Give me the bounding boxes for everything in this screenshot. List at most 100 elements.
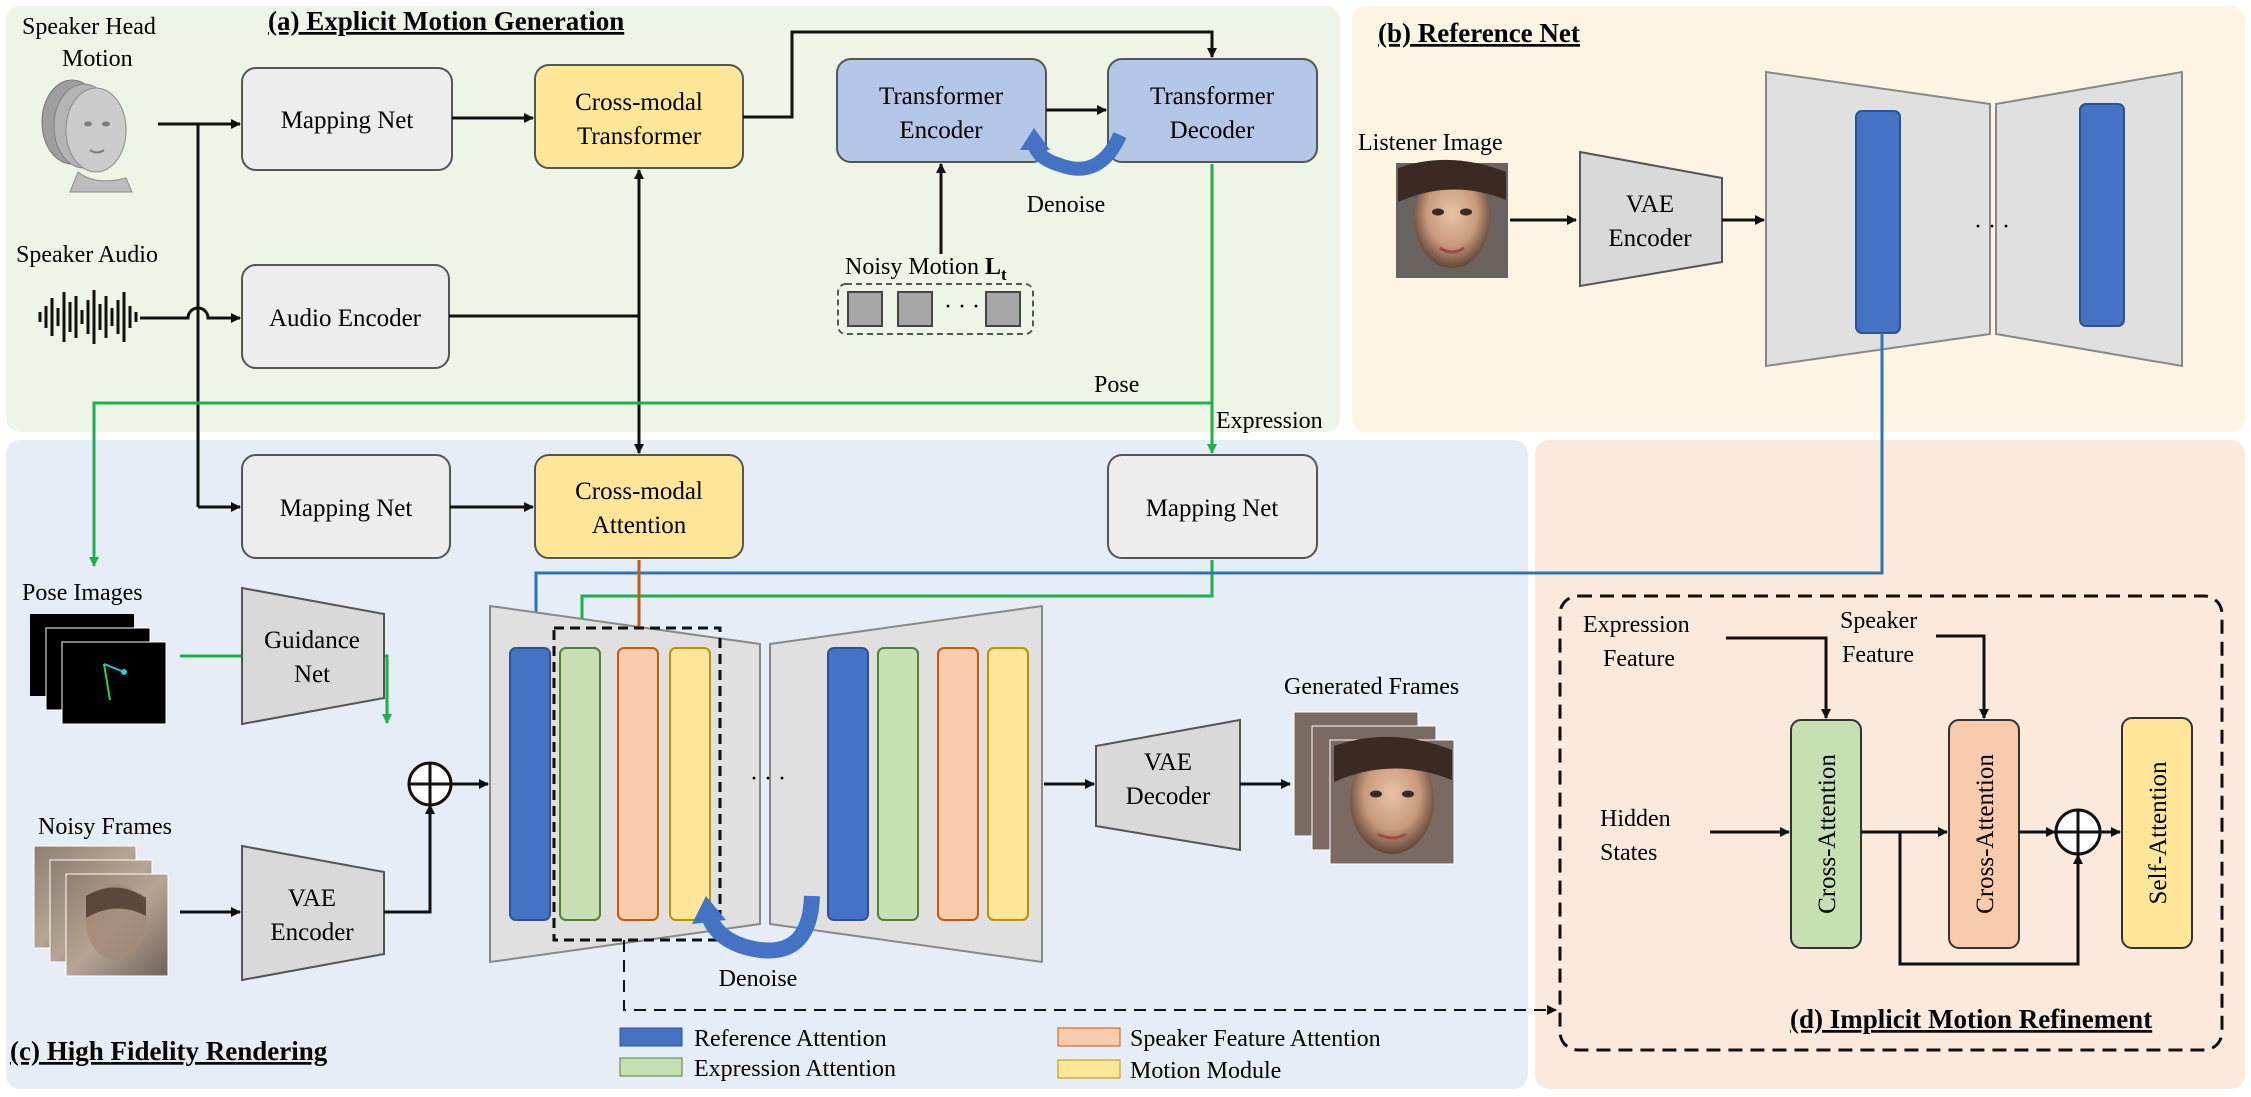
cross-modal-attention-label-2: Attention (592, 512, 687, 539)
sum-circle-icon (407, 761, 453, 807)
unet-refinement-highlight (552, 626, 722, 942)
speaker-feature-label-1: Speaker (1840, 608, 1917, 634)
speaker-feature-label-2: Feature (1842, 642, 1914, 668)
refinement-self-attn-box (2121, 717, 2193, 949)
refinement-sum-icon (2054, 808, 2102, 856)
vae-encoder-c-shape (241, 844, 385, 982)
transformer-decoder-label-2: Decoder (1170, 117, 1255, 144)
denoise-bottom-label: Denoise (719, 966, 798, 992)
speaker-head-motion-label-1: Speaker Head (22, 14, 156, 40)
legend-label-expression: Expression Attention (694, 1056, 896, 1082)
denoise-bottom-arrowhead (692, 896, 726, 924)
refinement-cross-attn-1-box (1790, 719, 1862, 949)
legend-label-reference: Reference Attention (694, 1026, 887, 1052)
reference-unet-ellipsis: · · · (1974, 214, 2010, 240)
panel-d-bg (1535, 440, 2245, 1089)
expression-feature-label-1: Expression (1583, 612, 1690, 638)
listener-image-label: Listener Image (1358, 130, 1503, 156)
unet-reference-attn-1 (509, 647, 551, 921)
listener-image (1396, 159, 1508, 278)
speaker-audio-label: Speaker Audio (16, 242, 158, 268)
unet-reference-attn-2 (827, 647, 869, 921)
legend-swatch-expression (619, 1057, 683, 1077)
pose-images-label: Pose Images (22, 580, 143, 606)
expression-label: Expression (1216, 408, 1323, 434)
unet-speaker-attn-1 (617, 647, 659, 921)
refinement-cross-attn-2-label: Cross-Attention (1972, 754, 1999, 914)
noisy-motion-label: Noisy Motion Lt (845, 254, 1007, 284)
pose-images (30, 614, 167, 725)
noisy-frames (33, 845, 169, 977)
cross-modal-attention-box (534, 454, 744, 559)
unet-expression-attn-1 (559, 647, 601, 921)
guidance-net-shape (241, 586, 385, 726)
hidden-states-label-1: Hidden (1600, 806, 1671, 832)
panel-d-title: (d) Implicit Motion Refinement (1790, 1004, 2152, 1034)
vae-encoder-b-label-2: Encoder (1608, 225, 1692, 252)
cross-modal-attention-label-1: Cross-modal (575, 478, 703, 505)
refinement-frame (1558, 594, 2224, 1052)
vae-decoder-label-2: Decoder (1126, 783, 1211, 810)
vae-encoder-c-label-1: VAE (288, 885, 336, 912)
vae-encoder-c-label-2: Encoder (270, 919, 354, 946)
denoise-top-arrowhead (1020, 128, 1050, 150)
denoise-top-arrow (1027, 131, 1127, 176)
noisy-motion-token-2 (897, 291, 933, 327)
unet-speaker-attn-2 (937, 647, 979, 921)
refinement-connectors (1710, 634, 2121, 966)
mapping-net-c1-label: Mapping Net (280, 495, 413, 522)
unet-ellipsis: · · · (750, 766, 786, 792)
legend-swatch-motion (1057, 1059, 1121, 1079)
denoise-bottom-arrow (700, 895, 820, 959)
hidden-states-label-2: States (1600, 840, 1657, 866)
vae-encoder-b-label-1: VAE (1626, 191, 1674, 218)
guidance-net-label-1: Guidance (264, 627, 360, 654)
vae-encoder-b-shape (1579, 150, 1723, 288)
transformer-encoder-label-2: Encoder (899, 117, 983, 144)
panel-a-connectors (140, 30, 1217, 512)
refinement-link-arrow (623, 940, 1557, 1015)
noisy-motion-ellipsis: · · · (944, 294, 980, 320)
cross-modal-transformer-box (534, 64, 744, 169)
audio-encoder-label: Audio Encoder (269, 305, 422, 332)
refinement-cross-attn-1-label: Cross-Attention (1814, 754, 1841, 914)
vae-to-sum-arrow (384, 804, 435, 914)
refinement-cross-attn-2-box (1948, 719, 2020, 949)
reference-block-1 (1855, 110, 1901, 334)
panel-a-title: (a) Explicit Motion Generation (268, 6, 624, 36)
denoise-top-label: Denoise (1027, 192, 1106, 218)
panel-b-title: (b) Reference Net (1378, 18, 1580, 48)
vae-decoder-shape (1095, 718, 1241, 852)
transformer-encoder-label-1: Transformer (879, 83, 1004, 110)
noisy-motion-token-3 (985, 291, 1021, 327)
mapping-net-c2-label: Mapping Net (1146, 495, 1279, 522)
unet-motion-module-2 (987, 647, 1029, 921)
mapping-net-c2-box (1107, 454, 1318, 559)
panel-c-bg (6, 440, 1528, 1089)
refinement-self-attn-label: Self-Attention (2145, 761, 2172, 905)
legend-swatch-reference (619, 1027, 683, 1047)
noisy-frames-label: Noisy Frames (38, 814, 172, 840)
expression-feature-label-2: Feature (1603, 646, 1675, 672)
generated-frames-label: Generated Frames (1284, 674, 1459, 700)
reference-block-2 (2079, 103, 2125, 327)
vae-decoder-label-1: VAE (1144, 749, 1192, 776)
cross-modal-transformer-label-1: Cross-modal (575, 89, 703, 116)
head-mesh-icon (41, 79, 133, 193)
pose-label: Pose (1094, 372, 1139, 398)
legend-label-speaker: Speaker Feature Attention (1130, 1026, 1381, 1052)
reference-flow-arrow (531, 333, 1884, 646)
legend: Reference Attention Expression Attention… (619, 1026, 1381, 1084)
unet-expression-attn-2 (877, 647, 919, 921)
transformer-encoder-box (836, 58, 1047, 163)
legend-label-motion: Motion Module (1130, 1058, 1281, 1084)
audio-waveform-icon (38, 290, 138, 344)
transformer-decoder-box (1107, 58, 1318, 163)
legend-swatch-speaker (1057, 1027, 1121, 1047)
transformer-decoder-label-1: Transformer (1150, 83, 1275, 110)
speaker-head-motion-label-2: Motion (62, 46, 133, 72)
unet-motion-module-1 (669, 647, 711, 921)
cross-modal-transformer-label-2: Transformer (577, 123, 702, 150)
noisy-motion-token-1 (847, 291, 883, 327)
